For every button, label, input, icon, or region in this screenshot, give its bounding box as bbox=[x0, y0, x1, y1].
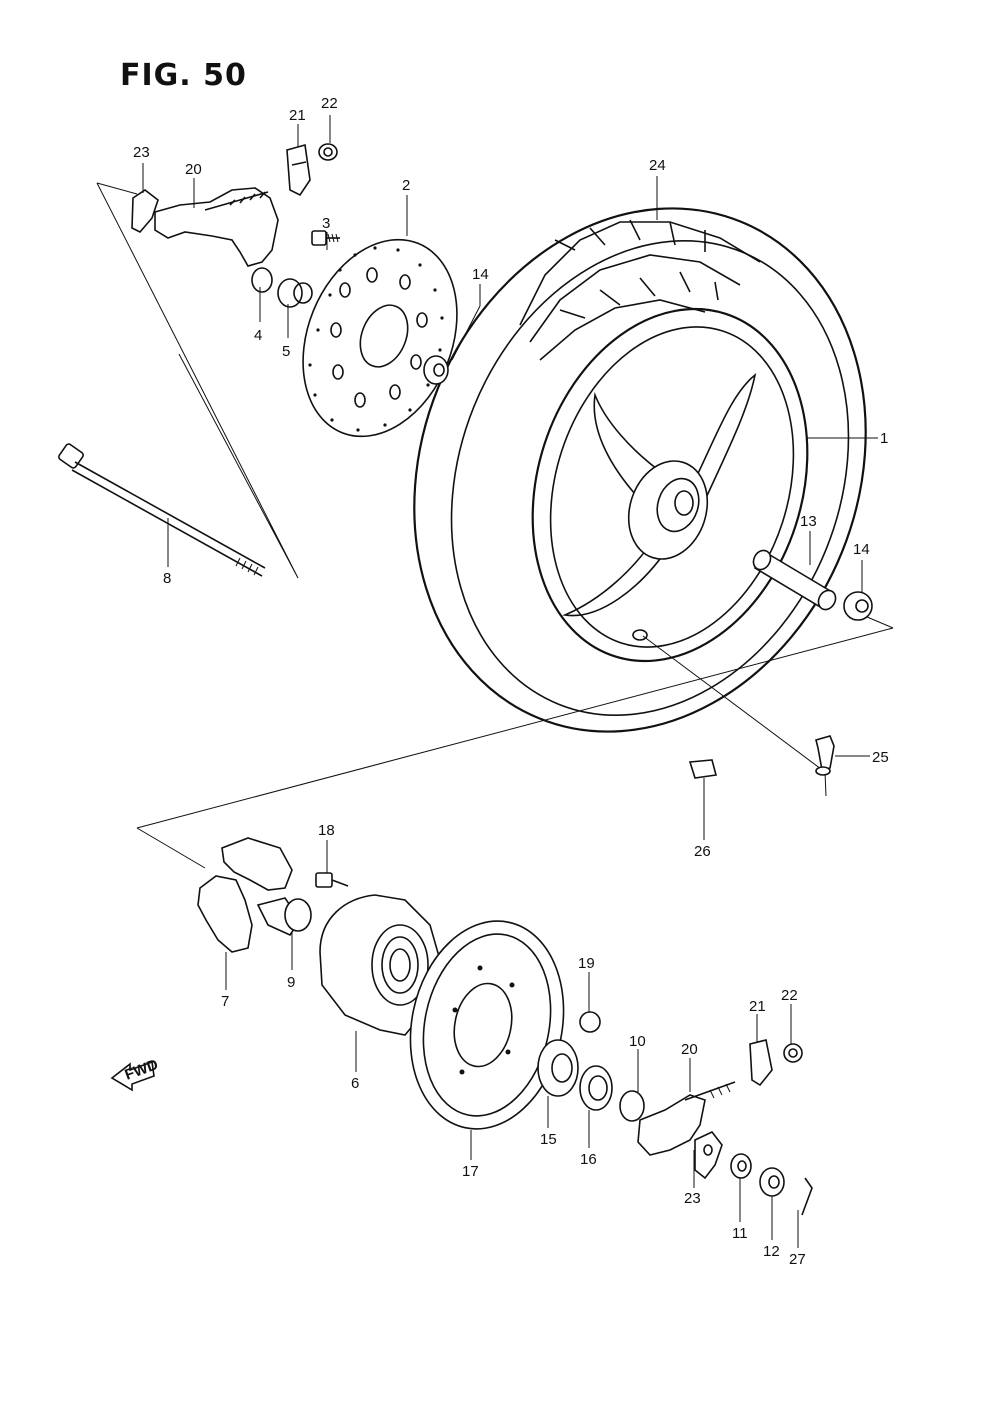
spacer-10 bbox=[619, 1090, 645, 1122]
callout-9: 9 bbox=[287, 974, 295, 991]
cotter-pin-27 bbox=[801, 1177, 813, 1216]
callout-23-upper: 23 bbox=[133, 144, 150, 161]
callout-20-lower: 20 bbox=[681, 1041, 698, 1058]
callout-14-lower: 14 bbox=[853, 541, 870, 558]
nut-19 bbox=[579, 1011, 601, 1033]
callout-11: 11 bbox=[732, 1225, 748, 1242]
wheel-rim bbox=[531, 307, 809, 663]
callout-1: 1 bbox=[880, 430, 888, 447]
collar-13 bbox=[752, 549, 837, 611]
tire bbox=[413, 207, 867, 733]
oil-seal-16 bbox=[579, 1065, 613, 1111]
brake-pad-pin bbox=[286, 143, 311, 197]
nut-22-upper bbox=[318, 143, 338, 161]
callout-15: 15 bbox=[540, 1131, 557, 1148]
bearing-15 bbox=[537, 1039, 579, 1097]
callout-21-upper: 21 bbox=[289, 107, 306, 124]
callout-4: 4 bbox=[254, 327, 262, 344]
bearing-14-upper bbox=[423, 355, 449, 385]
rear-sprocket-17 bbox=[409, 920, 565, 1130]
callout-18: 18 bbox=[318, 822, 335, 839]
callout-17: 17 bbox=[462, 1163, 479, 1180]
brake-pad-21-lower bbox=[749, 1039, 773, 1087]
callout-21-lower: 21 bbox=[749, 998, 766, 1015]
callout-20-upper: 20 bbox=[185, 161, 202, 178]
callout-10: 10 bbox=[629, 1033, 646, 1050]
callouts: 21 22 23 20 2 24 3 14 4 5 1 13 14 8 25 2… bbox=[133, 95, 889, 1268]
axle bbox=[58, 443, 266, 577]
nut-22-lower bbox=[783, 1043, 803, 1063]
callout-22-upper: 22 bbox=[321, 95, 338, 112]
bolt-3 bbox=[311, 230, 340, 246]
callout-8: 8 bbox=[163, 570, 171, 587]
callout-19: 19 bbox=[578, 955, 595, 972]
bolt-18 bbox=[315, 872, 349, 888]
bearing-14-lower bbox=[843, 591, 873, 621]
callout-24: 24 bbox=[649, 157, 666, 174]
callout-26: 26 bbox=[694, 843, 711, 860]
callout-27: 27 bbox=[789, 1251, 806, 1268]
callout-16: 16 bbox=[580, 1151, 597, 1168]
wheel-damper-7 bbox=[197, 837, 293, 953]
callout-6: 6 bbox=[351, 1075, 359, 1092]
valve-25 bbox=[815, 735, 835, 776]
callout-5: 5 bbox=[282, 343, 290, 360]
chain-adjuster-20-lower bbox=[637, 1081, 736, 1156]
callout-7: 7 bbox=[221, 993, 229, 1010]
figure-title: FIG. 50 bbox=[120, 58, 247, 93]
brake-disc bbox=[302, 238, 458, 438]
callout-2: 2 bbox=[402, 177, 410, 194]
shaft-9 bbox=[256, 897, 312, 937]
callout-23-lower: 23 bbox=[684, 1190, 701, 1207]
callout-25: 25 bbox=[872, 749, 889, 766]
chain-adjuster-23-lower bbox=[694, 1131, 723, 1180]
callout-12: 12 bbox=[763, 1243, 780, 1260]
caliper-bracket-upper bbox=[131, 187, 279, 293]
balancer-26 bbox=[688, 759, 718, 779]
spacer-5 bbox=[277, 278, 313, 308]
fwd-arrow-icon: FWD bbox=[110, 1056, 161, 1092]
castle-nut-12 bbox=[759, 1167, 785, 1197]
callout-13: 13 bbox=[800, 513, 817, 530]
reference-lines bbox=[96, 182, 894, 869]
callout-22-lower: 22 bbox=[781, 987, 798, 1004]
callout-14-upper: 14 bbox=[472, 266, 489, 283]
washer-11 bbox=[730, 1153, 752, 1179]
callout-3: 3 bbox=[322, 215, 330, 232]
leader-lines bbox=[142, 115, 878, 1248]
rear-hub-6 bbox=[319, 894, 441, 1036]
